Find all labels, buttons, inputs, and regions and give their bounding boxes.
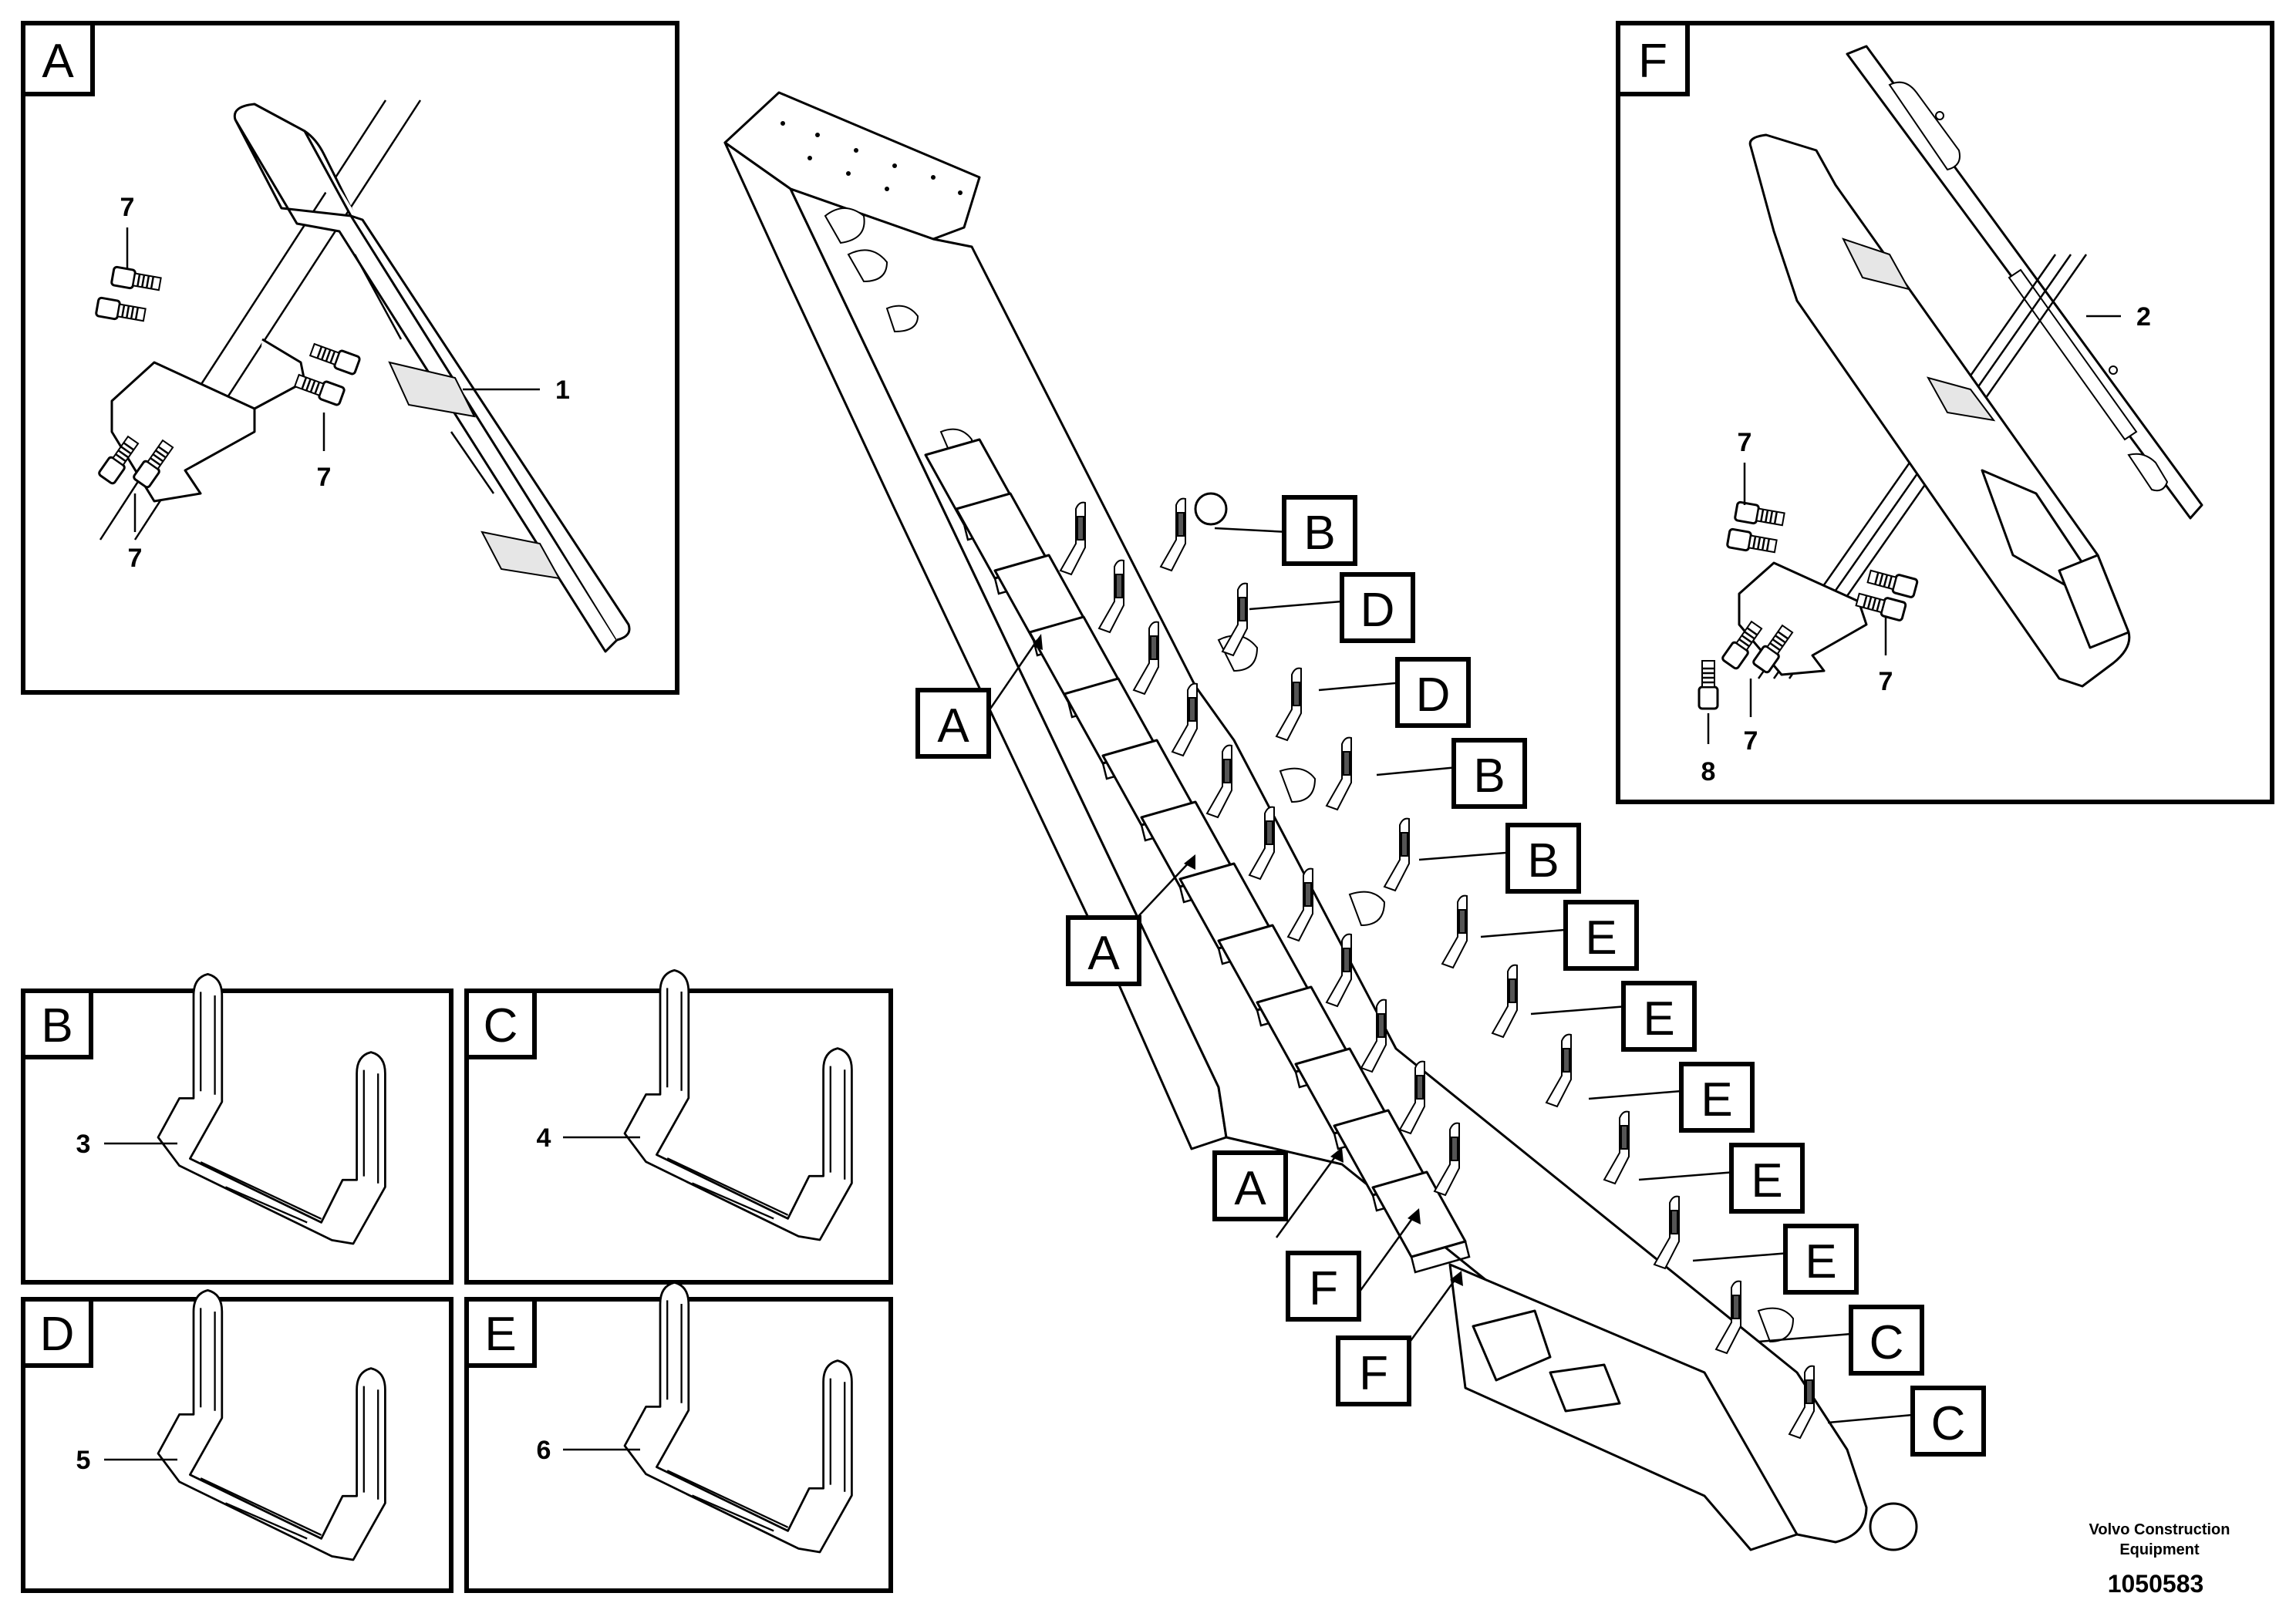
brand-line-1: Volvo Construction <box>2089 1521 2230 1538</box>
callout-c-2[interactable]: C <box>1910 1386 1986 1457</box>
detail-panel-f: F <box>1616 21 2274 804</box>
callout-a-2[interactable]: A <box>1066 915 1141 986</box>
callout-f-2[interactable]: F <box>1336 1335 1411 1406</box>
callout-b-1[interactable]: B <box>1282 495 1357 566</box>
svg-text:E: E <box>1751 1154 1782 1207</box>
panel-d-letter: D <box>40 1308 75 1361</box>
callout-e-3[interactable]: E <box>1679 1062 1755 1133</box>
label-2: 2 <box>2136 302 2151 332</box>
callout-e-1[interactable]: E <box>1563 900 1639 971</box>
callout-tags-right[interactable]: B D D B B E E E <box>1282 495 1986 1457</box>
label-5: 5 <box>76 1446 91 1475</box>
callout-e-5[interactable]: E <box>1783 1224 1859 1295</box>
svg-text:A: A <box>1087 927 1120 980</box>
label-7-right: 7 <box>1879 667 1893 696</box>
svg-text:B: B <box>1527 834 1559 887</box>
label-7-top: 7 <box>1738 428 1752 457</box>
panel-a-letter: A <box>42 35 74 88</box>
detail-panel-d: D 5 <box>21 1289 453 1593</box>
label-3: 3 <box>76 1130 91 1159</box>
label-7-bottom: 7 <box>128 544 143 573</box>
label-6: 6 <box>537 1436 551 1465</box>
svg-text:A: A <box>1234 1162 1266 1215</box>
detail-panel-b: B 3 <box>21 973 453 1285</box>
callout-d-1[interactable]: D <box>1340 572 1415 643</box>
panel-c-letter: C <box>484 999 518 1052</box>
brand-line-2: Equipment <box>2119 1541 2200 1558</box>
pad-assembly-a <box>233 103 631 653</box>
panel-f-tag <box>1616 21 1690 96</box>
panel-b-letter: B <box>41 999 72 1052</box>
svg-text:D: D <box>1360 584 1395 637</box>
label-7-top: 7 <box>120 193 135 222</box>
svg-text:D: D <box>1416 669 1451 722</box>
svg-text:E: E <box>1643 992 1674 1046</box>
svg-text:E: E <box>1805 1235 1836 1288</box>
drawing-number: 1050583 <box>2108 1570 2204 1598</box>
label-7-bottom: 7 <box>1744 726 1758 756</box>
panel-d-tag <box>21 1297 93 1368</box>
label-4: 4 <box>537 1123 551 1153</box>
detail-panel-c: C 4 <box>464 969 893 1285</box>
pad-assembly-f <box>1748 133 2131 688</box>
svg-text:E: E <box>1701 1073 1732 1127</box>
svg-text:C: C <box>1870 1316 1904 1369</box>
callout-e-2[interactable]: E <box>1621 981 1697 1052</box>
panel-e-letter: E <box>484 1308 516 1361</box>
callout-b-2[interactable]: B <box>1451 738 1527 809</box>
panel-c-tag <box>464 989 537 1059</box>
panel-a-tag <box>21 21 95 96</box>
callout-b-3[interactable]: B <box>1505 823 1581 894</box>
callout-a-3[interactable]: A <box>1212 1150 1288 1221</box>
label-8: 8 <box>1701 757 1716 786</box>
callout-e-4[interactable]: E <box>1729 1143 1805 1214</box>
svg-text:F: F <box>1309 1262 1338 1315</box>
callout-f-1[interactable]: F <box>1286 1251 1361 1322</box>
callout-d-2[interactable]: D <box>1395 657 1471 728</box>
panel-b-tag <box>21 989 93 1059</box>
callout-tags-left: A A A F F <box>915 688 1411 1406</box>
svg-text:E: E <box>1585 911 1617 965</box>
label-1: 1 <box>555 376 570 405</box>
detail-panel-e: E 6 <box>464 1282 893 1593</box>
svg-text:B: B <box>1473 749 1505 803</box>
detail-panel-a: A 7 7 7 1 <box>21 21 679 695</box>
bolt-icon <box>1698 659 1719 710</box>
footer-brand: Volvo Construction Equipment 1050583 <box>2089 1521 2230 1598</box>
svg-text:B: B <box>1303 507 1335 560</box>
plate-part-2 <box>1846 45 2203 520</box>
svg-text:F: F <box>1359 1347 1388 1400</box>
callout-c-1[interactable]: C <box>1849 1305 1924 1376</box>
label-7-right: 7 <box>317 463 332 492</box>
svg-text:C: C <box>1931 1397 1966 1450</box>
panel-f-letter: F <box>1638 35 1667 88</box>
svg-text:A: A <box>937 699 969 753</box>
callout-a-1[interactable]: A <box>915 688 991 759</box>
panel-e-tag <box>464 1297 537 1368</box>
